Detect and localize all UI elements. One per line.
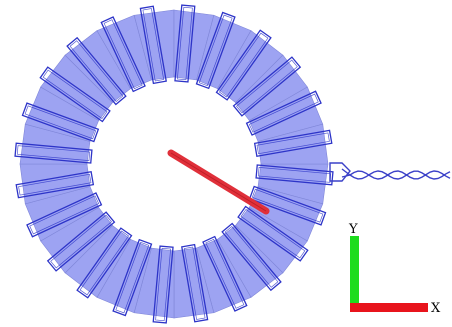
winding-turn-inner — [224, 226, 279, 288]
winding-turn — [174, 4, 196, 83]
winding-turn — [21, 102, 100, 143]
toroid-core — [19, 9, 329, 319]
winding-turn-inner — [42, 69, 108, 120]
winding-turn — [195, 11, 236, 90]
winding-turn — [253, 129, 333, 157]
winding-turn-inner — [176, 6, 193, 81]
y-axis-label: Y — [348, 222, 358, 237]
winding-turn-inner — [256, 132, 330, 155]
winding-turn — [202, 235, 248, 312]
x-axis-label: X — [431, 301, 441, 316]
winding-turn — [248, 185, 327, 226]
winding-turn — [152, 245, 174, 324]
winding-turn-inner — [236, 59, 298, 114]
winding-turn — [237, 205, 309, 262]
winding-turn — [139, 5, 167, 85]
winding-turn — [76, 227, 133, 299]
center-probe — [167, 149, 270, 215]
winding-turn-inner — [240, 208, 306, 259]
winding-turn-inner — [251, 188, 324, 223]
winding-turn — [100, 16, 146, 93]
probe-highlight — [170, 152, 267, 212]
winding-turn — [66, 36, 127, 106]
winding-turn-inner — [103, 19, 143, 90]
winding-turn-inner — [142, 8, 165, 82]
winding-turn-inner — [257, 166, 332, 183]
x-axis-arrow — [350, 303, 428, 312]
winding-turn-inner — [29, 195, 100, 235]
axis-triad: Y X — [348, 222, 441, 316]
winding-turn-inner — [218, 32, 269, 98]
y-axis-arrow — [350, 236, 359, 312]
twisted-lead-wire — [329, 162, 451, 182]
winding-turn-inner — [69, 40, 124, 102]
winding-turn — [14, 142, 93, 164]
winding-turn-inner — [155, 247, 172, 322]
winding-turn-inner — [24, 105, 97, 140]
winding-turn — [232, 56, 302, 117]
winding-turn-inner — [18, 173, 92, 196]
winding-turn — [26, 192, 103, 238]
winding-turn — [181, 243, 209, 323]
winding-turn-inner — [79, 230, 130, 296]
winding-turn-inner — [50, 214, 112, 269]
winding-turn-inner — [115, 241, 150, 314]
lead-wire-a — [341, 168, 451, 180]
winding-turn — [221, 222, 282, 292]
winding-turn-inner — [248, 93, 319, 133]
winding-turn — [245, 90, 322, 136]
winding-turn — [215, 29, 272, 101]
winding-turn — [112, 238, 153, 317]
winding-turn — [46, 211, 116, 272]
winding-turn — [255, 164, 334, 186]
lead-wire-b — [341, 170, 451, 180]
winding-turn — [39, 66, 111, 123]
toroid-windings — [14, 4, 334, 324]
winding-turn — [15, 171, 95, 199]
winding-turn-inner — [16, 145, 91, 162]
winding-turn-inner — [183, 246, 206, 320]
winding-turn-inner — [198, 14, 233, 87]
winding-turn-inner — [205, 238, 245, 309]
